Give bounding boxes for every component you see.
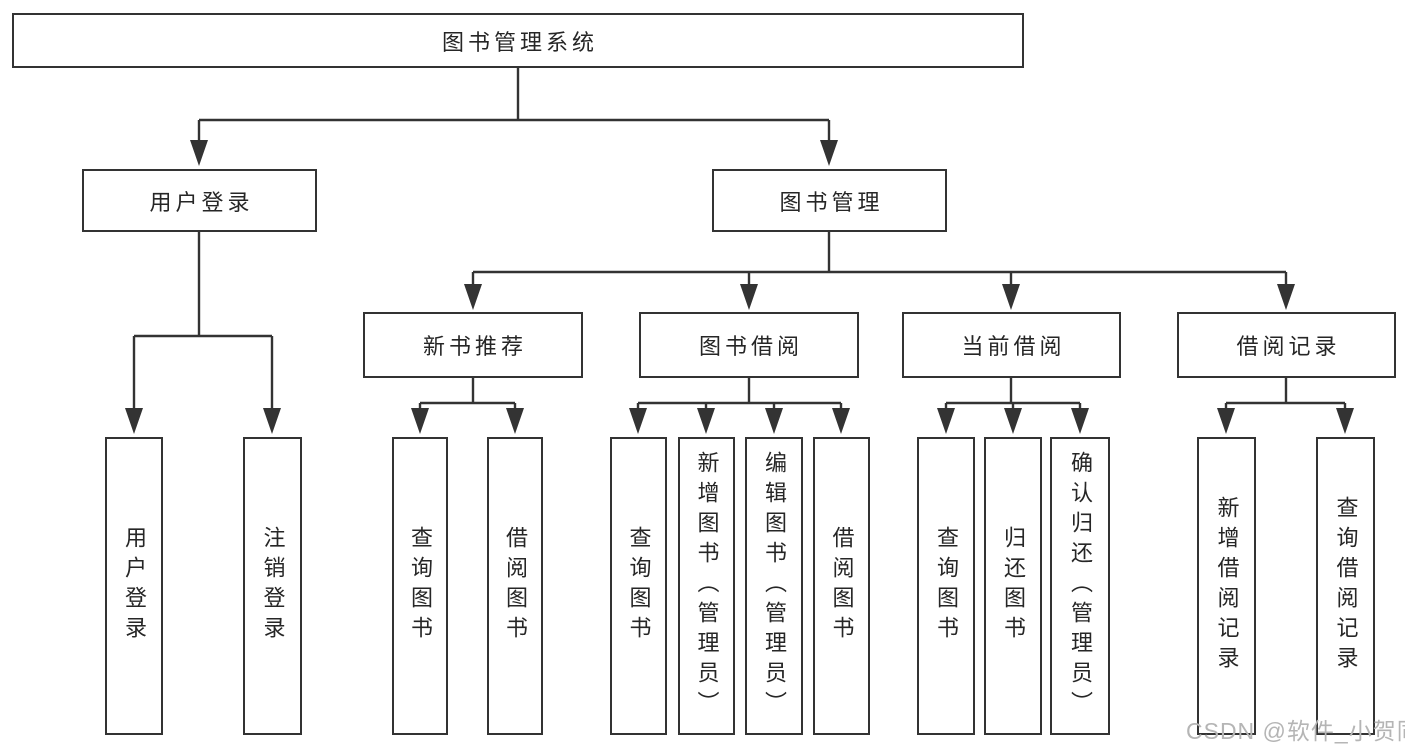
leaf-logout: 注销登录 (243, 437, 302, 735)
arrow-down-icon (1217, 408, 1354, 434)
connector-line (132, 232, 274, 410)
leaf-current-confirm-label: 确认归还（管理员） (1068, 451, 1093, 721)
arrow-down-icon (937, 408, 1089, 434)
connector-borrow-records-children (1217, 378, 1354, 434)
connector-line (418, 378, 517, 411)
connector-book-mgmt-children (464, 232, 1295, 310)
node-book-borrow-label: 图书借阅 (698, 334, 803, 359)
connector-line (636, 378, 843, 411)
leaf-records-query-label: 查询借阅记录 (1333, 496, 1359, 676)
node-current-borrow-label: 当前借阅 (961, 334, 1066, 359)
csdn-watermark: CSDN @软件_小贺同学 (1186, 718, 1405, 744)
node-new-books: 新书推荐 (363, 312, 583, 378)
node-root-label: 图书管理系统 (441, 29, 598, 55)
leaf-user-login: 用户登录 (105, 437, 163, 735)
arrow-down-icon (190, 140, 838, 166)
leaf-current-query-label: 查询图书 (934, 526, 959, 646)
leaf-records-add-label: 新增借阅记录 (1214, 496, 1240, 676)
leaf-current-return-label: 归还图书 (1001, 526, 1026, 646)
node-current-borrow: 当前借阅 (902, 312, 1121, 378)
leaf-newbooks-borrow: 借阅图书 (487, 437, 543, 735)
node-book-mgmt: 图书管理 (712, 169, 947, 232)
connector-book-borrow-children (629, 378, 850, 434)
node-root: 图书管理系统 (12, 13, 1024, 68)
leaf-borrow-edit-label: 编辑图书（管理员） (762, 451, 787, 721)
connector-user-login-children (125, 232, 281, 434)
connector-current-borrow-children (937, 378, 1089, 434)
leaf-borrow-borrow-label: 借阅图书 (829, 526, 855, 646)
node-new-books-label: 新书推荐 (422, 334, 527, 359)
node-borrow-records: 借阅记录 (1177, 312, 1396, 378)
leaf-newbooks-query: 查询图书 (392, 437, 448, 735)
connector-line (944, 378, 1082, 411)
leaf-borrow-query-label: 查询图书 (626, 526, 652, 646)
connector-root-children (190, 68, 838, 166)
connector-line (471, 232, 1288, 285)
arrow-down-icon (629, 408, 850, 434)
leaf-current-confirm: 确认归还（管理员） (1050, 437, 1110, 735)
leaf-newbooks-borrow-label: 借阅图书 (503, 526, 528, 646)
leaf-newbooks-query-label: 查询图书 (408, 526, 433, 646)
leaf-user-login-label: 用户登录 (122, 526, 147, 646)
leaf-current-query: 查询图书 (917, 437, 975, 735)
connector-line (197, 68, 831, 141)
leaf-borrow-edit: 编辑图书（管理员） (745, 437, 803, 735)
connector-line (1224, 378, 1347, 411)
leaf-borrow-add: 新增图书（管理员） (678, 437, 735, 735)
leaf-logout-label: 注销登录 (260, 526, 286, 646)
arrow-down-icon (125, 408, 281, 434)
node-book-borrow: 图书借阅 (639, 312, 859, 378)
node-borrow-records-label: 借阅记录 (1236, 334, 1341, 359)
node-user-login-label: 用户登录 (149, 189, 254, 215)
leaf-records-add: 新增借阅记录 (1197, 437, 1256, 735)
arrow-down-icon (411, 408, 524, 434)
leaf-records-query: 查询借阅记录 (1316, 437, 1375, 735)
node-book-mgmt-label: 图书管理 (779, 189, 884, 215)
arrow-down-icon (464, 284, 1295, 310)
node-user-login: 用户登录 (82, 169, 317, 232)
connector-new-books-children (411, 378, 524, 434)
leaf-borrow-add-label: 新增图书（管理员） (694, 451, 720, 721)
leaf-current-return: 归还图书 (984, 437, 1042, 735)
leaf-borrow-query: 查询图书 (610, 437, 667, 735)
leaf-borrow-borrow: 借阅图书 (813, 437, 870, 735)
